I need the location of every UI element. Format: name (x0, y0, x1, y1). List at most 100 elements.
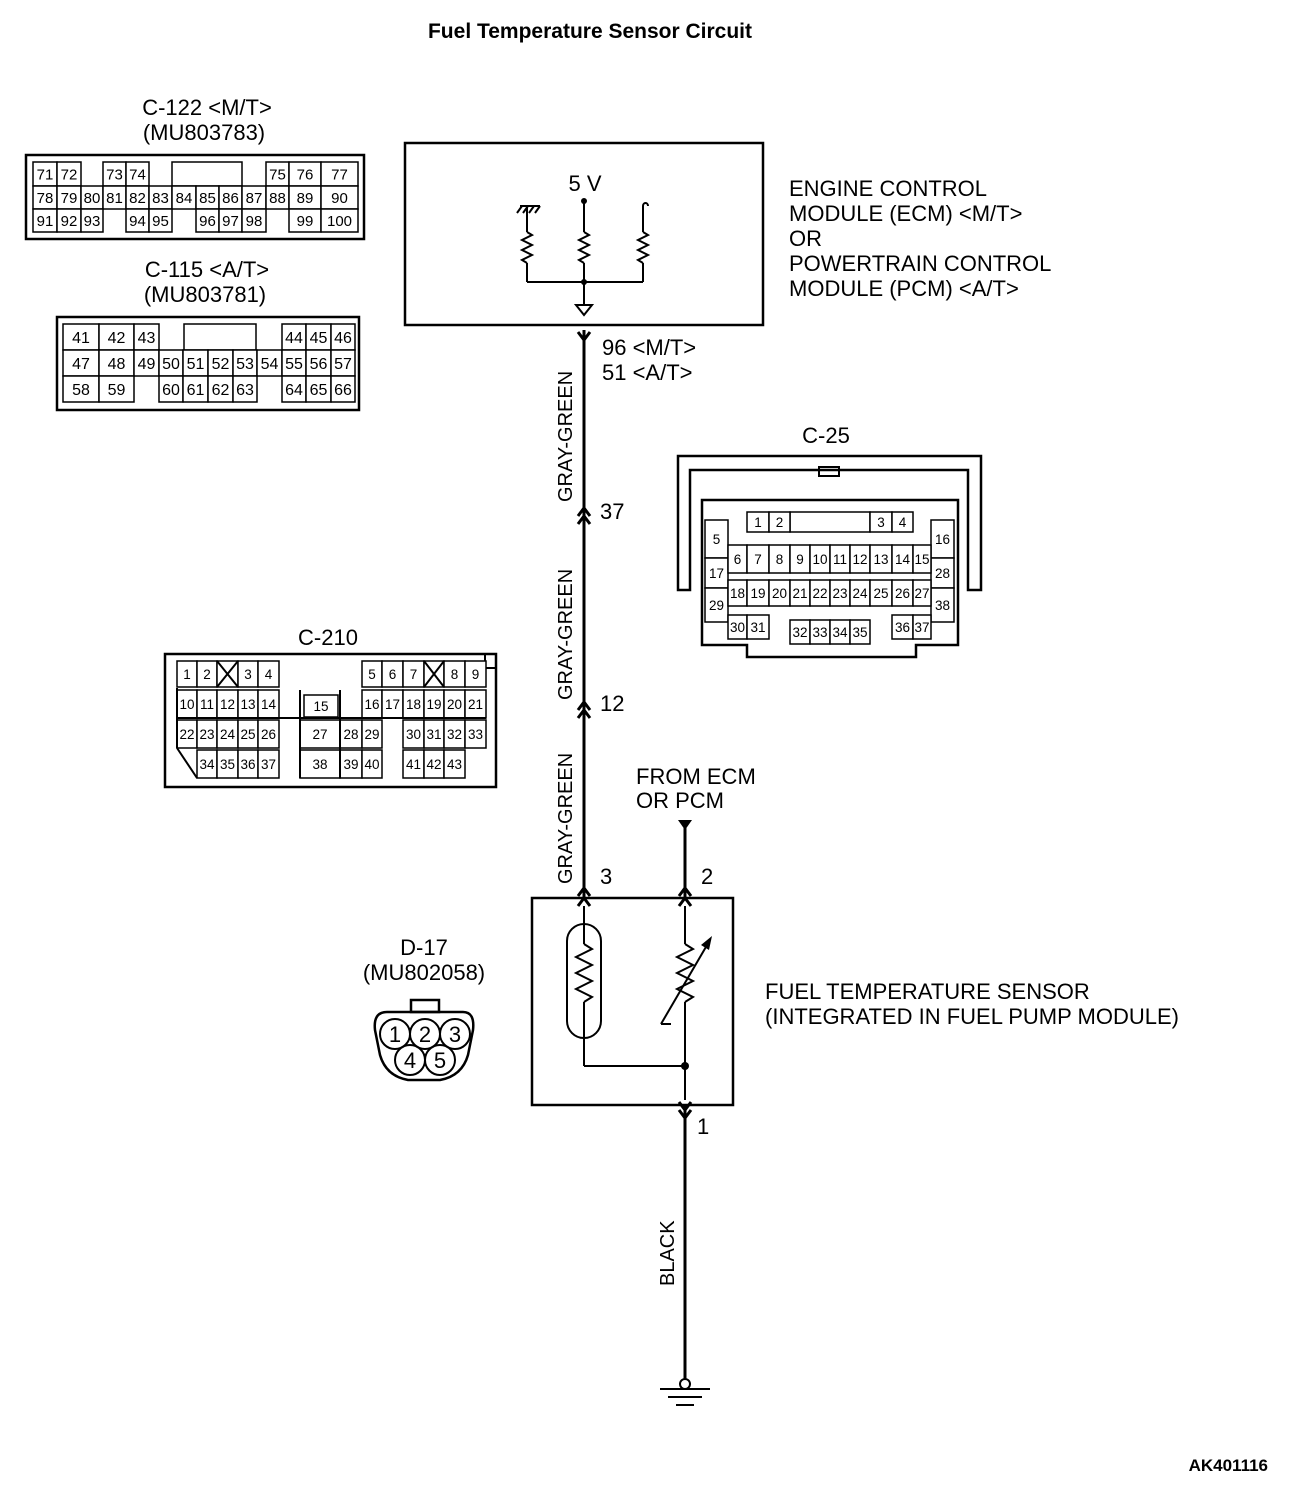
figure-code: AK401116 (1189, 1456, 1268, 1475)
c25-pin-10-label: 10 (812, 552, 827, 567)
from-ecm-arrow-icon (678, 820, 692, 830)
c210-blank-cross (423, 660, 445, 688)
wire-color-3: GRAY-GREEN (555, 753, 577, 884)
ecm-label-line-1: ENGINE CONTROL (789, 176, 987, 201)
c25-pin-18-label: 18 (730, 586, 745, 601)
c210-blank-cross (216, 660, 239, 688)
c210-pin-12-label: 12 (220, 697, 235, 712)
c25-pin-14-label: 14 (895, 552, 911, 567)
c210-pin-21-label: 21 (468, 697, 483, 712)
ecm-label-line-4: POWERTRAIN CONTROL (789, 251, 1051, 276)
c25-pin-5-label: 5 (713, 532, 721, 547)
c122-pin-94-label: 94 (129, 213, 146, 230)
c25-pin-26-label: 26 (895, 586, 910, 601)
ground-wire-color: BLACK (657, 1220, 679, 1286)
c25-pin-20-label: 20 (772, 586, 787, 601)
c210-pin-8-label: 8 (451, 667, 459, 682)
c25-name: C-25 (802, 423, 850, 448)
c115-name: C-115 <A/T> (145, 257, 269, 282)
c122-pin-95-cell (148, 208, 173, 233)
c115-pin-42-label: 42 (108, 330, 126, 347)
c25-pin-37-label: 37 (914, 620, 929, 635)
c210-pin-14-label: 14 (261, 697, 277, 712)
c25-pin-4-cell (891, 511, 914, 533)
c25-pin-7-label: 7 (754, 552, 762, 567)
pin-2-label: 2 (701, 864, 713, 889)
sensor-label-line-2: (INTEGRATED IN FUEL PUMP MODULE) (765, 1004, 1179, 1029)
c25-pin-15-cell (912, 544, 932, 574)
c115-pin-44-label: 44 (285, 330, 303, 347)
c115-pin-47-cell (62, 349, 100, 377)
c210-name: C-210 (298, 625, 358, 650)
c210-pin-41-label: 41 (406, 757, 421, 772)
c210-pin-11-label: 11 (200, 697, 214, 712)
c122-pin-93-cell (80, 208, 104, 233)
c122-pin-80-label: 80 (84, 190, 101, 207)
c25-pin-32-label: 32 (792, 625, 807, 640)
c25-pin-30-label: 30 (730, 620, 745, 635)
c25-pin-31-label: 31 (750, 620, 765, 635)
c25-pin-38-label: 38 (935, 598, 950, 613)
c25-pin-15-label: 15 (914, 552, 929, 567)
c210-pin-9-cell (464, 660, 487, 688)
c115-pin-52-label: 52 (212, 356, 230, 373)
d17-part: (MU802058) (363, 960, 485, 985)
c122-pin-92-label: 92 (61, 213, 78, 230)
ecm-internal-circuit: 5 V (516, 171, 651, 317)
c210-pin-4-cell (257, 660, 280, 688)
c25-pin-9-label: 9 (796, 552, 804, 567)
c210-pin-23-label: 23 (199, 727, 214, 742)
c115-pin-62-label: 62 (212, 382, 230, 399)
c210-pin-32-label: 32 (447, 727, 462, 742)
c210-pin-27-label: 27 (312, 727, 327, 742)
c25-pin-2-label: 2 (776, 515, 784, 530)
c210-pin-6-label: 6 (389, 667, 397, 682)
c210-pin-28-label: 28 (343, 727, 358, 742)
c25-pin-8-label: 8 (776, 552, 784, 567)
c122-name: C-122 <M/T> (142, 95, 272, 120)
c122-connector (24, 153, 366, 241)
c122-pin-90-label: 90 (331, 190, 348, 207)
d17-pin-2: 2 (419, 1022, 431, 1047)
c122-pin-88-label: 88 (269, 190, 286, 207)
c115-pin-60-label: 60 (162, 382, 180, 399)
c210-pin-36-label: 36 (240, 757, 255, 772)
c115-pin-58-label: 58 (72, 382, 90, 399)
c122-pin-78-label: 78 (37, 190, 54, 207)
c210-pin-35-label: 35 (220, 757, 235, 772)
c25-pin-28-label: 28 (935, 566, 950, 581)
c115-pin-59-cell (98, 375, 135, 403)
ground-symbol-icon (660, 1378, 710, 1406)
c210-pin-5-label: 5 (368, 667, 376, 682)
c210-pin-37-cell (257, 749, 280, 779)
c25-pin-36-label: 36 (895, 620, 910, 635)
c115-pin-43-cell (133, 323, 160, 351)
c210-pin-22-label: 22 (179, 727, 194, 742)
sensor-box (530, 896, 735, 1107)
c210-housing-lines (176, 688, 486, 779)
c115-pin-41-label: 41 (72, 330, 90, 347)
c210-pin-20-label: 20 (447, 697, 462, 712)
c25-pin-19-label: 19 (750, 586, 765, 601)
c122-pin-96-label: 96 (199, 213, 216, 230)
c122-pin-72-label: 72 (61, 166, 78, 183)
ecm-pin-mt: 96 <M/T> (602, 335, 696, 360)
c122-pin-98-label: 98 (246, 213, 263, 230)
c210-pin-19-label: 19 (426, 697, 441, 712)
c115-pin-54-label: 54 (261, 356, 279, 373)
c210-pin-7-label: 7 (410, 667, 418, 682)
c210-pin-40-label: 40 (364, 757, 379, 772)
connector-12-marker (576, 699, 592, 719)
c25-pin-27-cell (912, 579, 932, 607)
d17-pin-5: 5 (434, 1048, 446, 1073)
c25-keyway (789, 511, 871, 533)
c210-pin-37-label: 37 (261, 757, 276, 772)
ecm-pin-at: 51 <A/T> (602, 360, 693, 385)
c210-pin-1-label: 1 (183, 667, 191, 682)
c210-pin-33-cell (464, 719, 487, 749)
